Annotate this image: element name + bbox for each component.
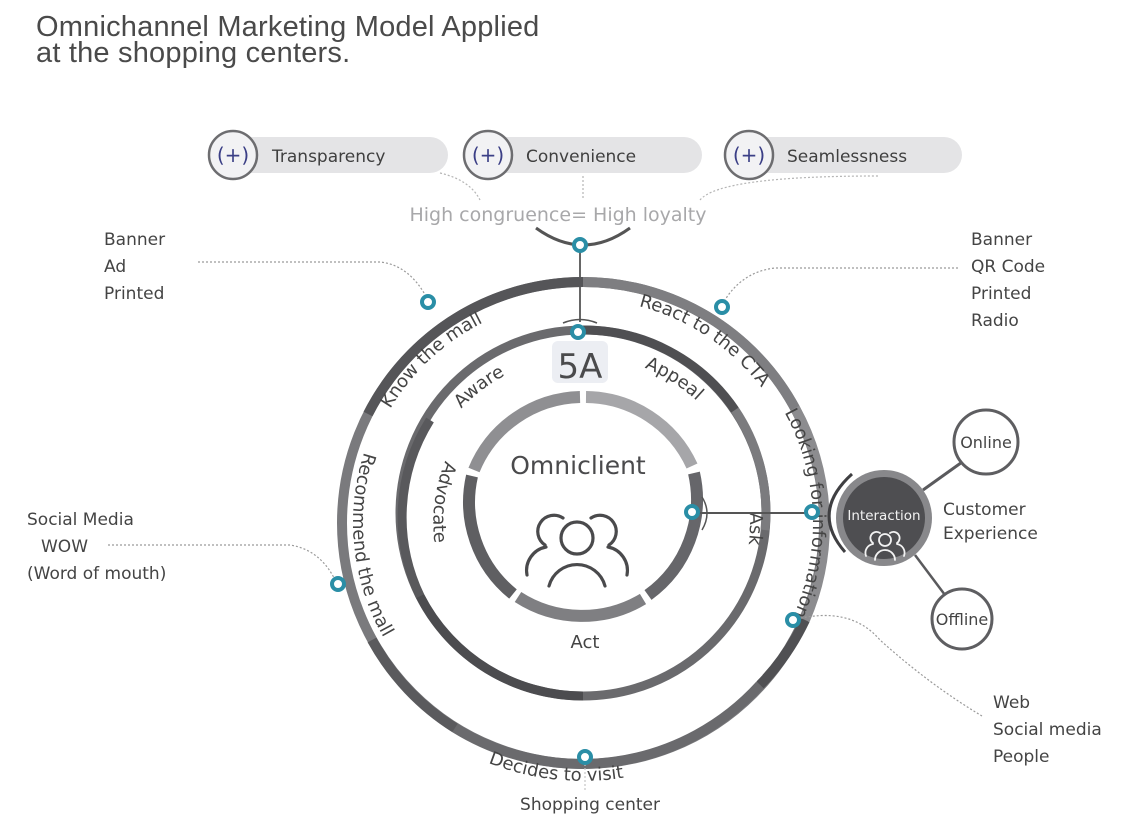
plus-in-parentheses-icon	[207, 129, 259, 181]
pill-connector	[439, 172, 481, 201]
touchpoint-item: (Word of mouth)	[27, 564, 167, 584]
outer-label-decides-to-visit: Decides to visit	[486, 748, 624, 786]
outer-ring-segment	[582, 276, 800, 411]
people-group-icon	[524, 513, 630, 588]
online-label: Online	[960, 433, 1012, 452]
middle-label-ask: Ask	[744, 512, 766, 547]
pill-label: Convenience	[526, 147, 636, 167]
badge-5a-background	[552, 341, 608, 383]
pill-transparency: (+) Transparency	[207, 129, 448, 181]
touchpoint-connector	[721, 267, 958, 306]
touchpoint-item: Social media	[993, 720, 1102, 740]
pill-background	[486, 137, 702, 173]
badge-5a: 5A	[558, 347, 603, 387]
inner-segment-appeal	[585, 391, 698, 469]
pill-background	[748, 137, 962, 173]
outer-ring-segment	[790, 405, 830, 622]
people-group-icon	[864, 531, 906, 561]
node-react-to-cta[interactable]	[714, 299, 730, 315]
diagram-title: Omnichannel Marketing Model Applied at t…	[36, 11, 540, 69]
node-know-the-mall[interactable]	[420, 294, 436, 310]
outer-ring-segment	[756, 617, 810, 689]
touchpoints-top-right: Banner QR Code Printed Radio	[971, 227, 1045, 335]
middle-label-appeal: Appeal	[642, 353, 707, 405]
shopping-center-label: Shopping center	[520, 795, 660, 815]
interaction-inner-circle	[843, 477, 925, 559]
middle-ring-segment	[582, 325, 739, 413]
inner-segment-advocate	[463, 474, 517, 599]
offline-label: Offline	[936, 610, 989, 629]
customer-experience-line-2: Experience	[943, 524, 1038, 544]
plus-in-parentheses-icon	[723, 129, 775, 181]
middle-label-aware: Aware	[450, 361, 508, 412]
interaction-cluster: Interaction Online Offline Customer Expe…	[827, 408, 1038, 651]
touchpoint-item: Web	[993, 693, 1031, 713]
outer-ring-segment	[363, 277, 584, 417]
online-connector	[922, 458, 966, 492]
inner-segment-act	[514, 591, 647, 622]
inner-bracket	[562, 318, 598, 324]
touchpoints-bottom-right: Web Social media People	[993, 690, 1102, 771]
touchpoint-item: Radio	[971, 311, 1019, 331]
pill-label: Seamlessness	[787, 147, 907, 167]
touchpoint-connector	[108, 544, 338, 585]
inner-segment-aware	[468, 391, 581, 473]
pill-convenience: (+) Convenience	[462, 129, 702, 181]
node-looking-for-information[interactable]	[804, 504, 820, 520]
middle-ring-segment	[415, 593, 584, 701]
plus-in-parentheses-icon	[462, 129, 514, 181]
touchpoint-item: Ad	[104, 257, 127, 277]
touchpoint-item: Printed	[971, 284, 1032, 304]
online-circle[interactable]	[952, 408, 1020, 476]
touchpoint-item: Social Media	[27, 510, 134, 530]
interaction-bracket	[827, 472, 854, 553]
pill-connector	[699, 175, 879, 201]
center-label: Omniclient	[510, 451, 646, 480]
pill-seamlessness: (+) Seamlessness	[723, 129, 962, 181]
node-web-social-people[interactable]	[785, 612, 801, 628]
customer-experience-line-1: Customer	[943, 500, 1026, 520]
touchpoint-item: People	[993, 747, 1050, 767]
inner-ring	[463, 391, 703, 622]
pill-background	[232, 137, 448, 173]
node-ask[interactable]	[684, 504, 700, 520]
middle-ring-segment	[731, 407, 771, 531]
plus-symbol: (+)	[472, 143, 504, 167]
touchpoints-left: Social Media WOW (Word of mouth)	[27, 507, 166, 588]
inner-segment-ask	[644, 471, 703, 600]
touchpoint-item: WOW	[41, 537, 88, 557]
interaction-label: Interaction	[847, 508, 920, 524]
title-line-1: Omnichannel Marketing Model Applied	[36, 11, 540, 43]
middle-ring-segment	[397, 417, 434, 598]
node-congruence[interactable]	[572, 237, 588, 253]
middle-label-advocate: Advocate	[428, 459, 460, 544]
touchpoint-item: Banner	[971, 230, 1033, 250]
touchpoint-connector	[198, 261, 429, 301]
middle-label-act: Act	[571, 632, 600, 653]
plus-symbol: (+)	[217, 143, 249, 167]
title-line-2: at the shopping centers.	[36, 37, 351, 69]
touchpoints-top-left: Banner Ad Printed	[104, 227, 165, 308]
node-shopping-center[interactable]	[577, 749, 593, 765]
offline-circle[interactable]	[930, 587, 994, 651]
touchpoint-item: Printed	[104, 284, 165, 304]
touchpoint-item: QR Code	[971, 257, 1046, 277]
touchpoint-nodes	[330, 237, 820, 765]
plus-symbol: (+)	[733, 143, 765, 167]
node-5a-top[interactable]	[570, 324, 586, 340]
touchpoint-item: Banner	[104, 230, 166, 250]
congruence-label: High congruence= High loyalty	[409, 204, 706, 226]
outer-ring-segment	[452, 681, 764, 769]
pill-label: Transparency	[271, 147, 385, 167]
outer-ring-segment	[367, 637, 458, 733]
offline-connector	[914, 554, 946, 596]
node-recommend-the-mall[interactable]	[330, 576, 346, 592]
